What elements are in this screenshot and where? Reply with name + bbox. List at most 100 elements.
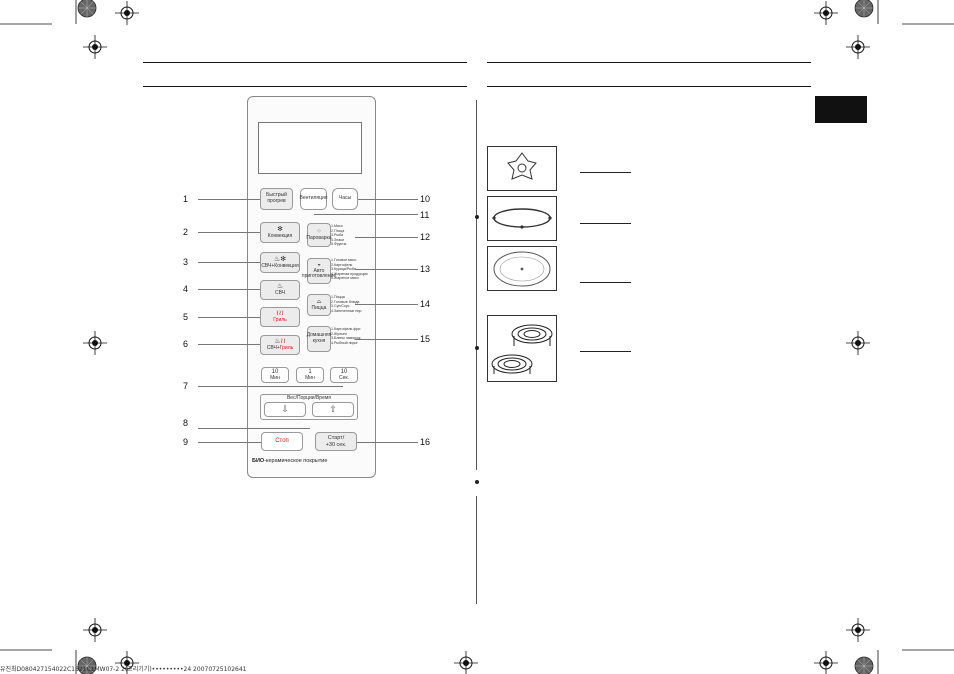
header-rule-right-bottom [487, 86, 811, 87]
display-window [258, 122, 362, 174]
pizza-button[interactable]: ⌓ Пицца [307, 294, 331, 316]
leader-line [198, 262, 260, 263]
increase-button[interactable]: ⇧ [312, 402, 354, 417]
leader-line [198, 317, 260, 318]
list-item: 3.Курица/Рыба [331, 267, 356, 272]
callout-14: 14 [420, 299, 431, 309]
homemade-button[interactable]: Домашняя кухня [307, 326, 331, 352]
callout-1: 1 [183, 194, 189, 204]
clock-button[interactable]: Часы [332, 188, 358, 210]
mw-convection-button[interactable]: ♨✻ СВЧ+Конвекция [260, 252, 300, 273]
callout-5: 5 [183, 312, 189, 322]
callout-7: 7 [183, 381, 189, 391]
list-item: 4.Злаки [331, 237, 344, 242]
language-tab [815, 96, 867, 123]
list-item: 1.Мясо [331, 224, 343, 228]
one-minute-button[interactable]: 1 Мин [296, 367, 324, 383]
auto-cook-button[interactable]: ◒ Авто приготовление [302, 258, 336, 284]
leader-line [198, 442, 261, 443]
steam-icon: ⁘ [316, 228, 322, 235]
callout-2: 2 [183, 227, 189, 237]
callout-3: 3 [183, 257, 189, 267]
steam-button[interactable]: ⁘ Пароварка [306, 223, 332, 247]
accessory-label-line [580, 351, 631, 352]
callout-4: 4 [183, 284, 189, 294]
ten-seconds-button[interactable]: 10 Сек. [330, 367, 358, 383]
header-rule-right-top [487, 62, 811, 63]
list-item: 5.Жареное мясо [331, 276, 359, 281]
pizza-icon: ⌓ [316, 298, 322, 305]
bullet-dot [475, 480, 479, 484]
mw-convection-label: СВЧ+Конвекция [261, 262, 299, 269]
quick-defrost-button[interactable]: Быстрый прогрев [260, 188, 293, 210]
arrow-down-icon: ⇩ [281, 404, 289, 415]
steam-program-list: 1.Мясо 2.Птица 3.Рыба 4.Злаки 5.Фрукты [331, 224, 346, 247]
stop-button[interactable]: Стоп [261, 432, 303, 451]
grill-rack-image [487, 315, 557, 382]
list-item: 1.Готовое мясо [331, 258, 357, 262]
mw-button[interactable]: ♨ СВЧ [260, 280, 300, 300]
auto-cook-program-list: 1.Готовое мясо 2.Картофель 3.Курица/Рыба… [331, 258, 368, 281]
column-divider [476, 100, 477, 470]
roller-coupler-image [487, 146, 557, 191]
one-minute-unit: Мин [305, 374, 315, 381]
mw-grill-icon: ♨≀≀ [274, 338, 286, 346]
list-item: 4.Жареная продукция [331, 271, 368, 276]
turntable-image [487, 246, 557, 291]
leader-line [198, 344, 260, 345]
leader-line [198, 386, 343, 387]
list-item: 5.Фрукты [331, 242, 347, 247]
ten-seconds-unit: Сек. [339, 374, 349, 381]
mw-grill-button[interactable]: ♨≀≀ СВЧ+Гриль [260, 335, 300, 355]
callout-12: 12 [420, 232, 431, 242]
pizza-program-list: 1.Пицца 2.Готовые блюда 3.Суп/Соус 4.Зап… [331, 295, 362, 313]
callout-8: 8 [183, 418, 189, 428]
auto-cook-label: Авто приготовление [301, 267, 337, 280]
bullet-dot [475, 215, 479, 219]
bio-ceramic-label: БИО-керамическое покрытие [252, 458, 328, 464]
list-item: 1.Картофель фри [331, 327, 361, 331]
mw-convection-icon: ♨✻ [273, 255, 287, 263]
quick-defrost-label: Быстрый прогрев [266, 192, 287, 204]
list-item: 3.Суп/Соус [331, 304, 350, 309]
header-rule-left-bottom [143, 86, 467, 87]
mw-icon: ♨ [276, 283, 284, 291]
ventilation-button[interactable]: Вентиляция [300, 188, 327, 210]
column-divider [476, 496, 477, 604]
grill-button[interactable]: ≀≀≀ Гриль [260, 307, 300, 327]
leader-line [198, 199, 260, 200]
weight-portion-label: Вес/Порции/Время [286, 395, 332, 401]
pot-icon: ◒ [317, 261, 321, 268]
homemade-label: Домашняя кухня [306, 332, 332, 344]
convection-button[interactable]: ✻ Конвекция [260, 222, 300, 243]
list-item: 2.Картофель [331, 262, 353, 267]
weight-portion-frame [260, 394, 358, 420]
start-label-line2: +30 сек. [325, 441, 347, 448]
ten-minutes-button[interactable]: 10 Мин [261, 367, 289, 383]
decrease-button[interactable]: ⇩ [264, 402, 306, 417]
callout-9: 9 [183, 437, 189, 447]
accessory-label-line [580, 172, 631, 173]
grill-icon: ≀≀≀ [276, 310, 284, 318]
print-footer: 유진최D080427154022C1821C1MW07-2 2(조리기기)•••… [0, 666, 247, 673]
leader-line [198, 428, 310, 429]
leader-line [355, 304, 418, 305]
list-item: 4.Рыбный пирог [331, 340, 358, 345]
arrow-up-icon: ⇧ [329, 404, 337, 415]
leader-line [358, 199, 418, 200]
mw-label: СВЧ [274, 290, 286, 297]
start-button[interactable]: Старт/ +30 сек. [315, 432, 357, 451]
start-label-line1: Старт/ [327, 435, 345, 442]
list-item: 4.Запеченные пир. [331, 308, 363, 313]
list-item: 2.Готовые блюда [331, 299, 360, 304]
callout-15: 15 [420, 334, 431, 344]
ten-seconds-value: 10 [340, 368, 348, 375]
leader-line [355, 237, 418, 238]
convection-label: Конвекция [267, 232, 293, 239]
ventilation-label: Вентиляция [299, 195, 328, 202]
grill-label: Гриль [273, 317, 287, 324]
clock-label: Часы [338, 195, 352, 202]
callout-10: 10 [420, 194, 431, 204]
ten-minutes-value: 10 [271, 368, 279, 375]
